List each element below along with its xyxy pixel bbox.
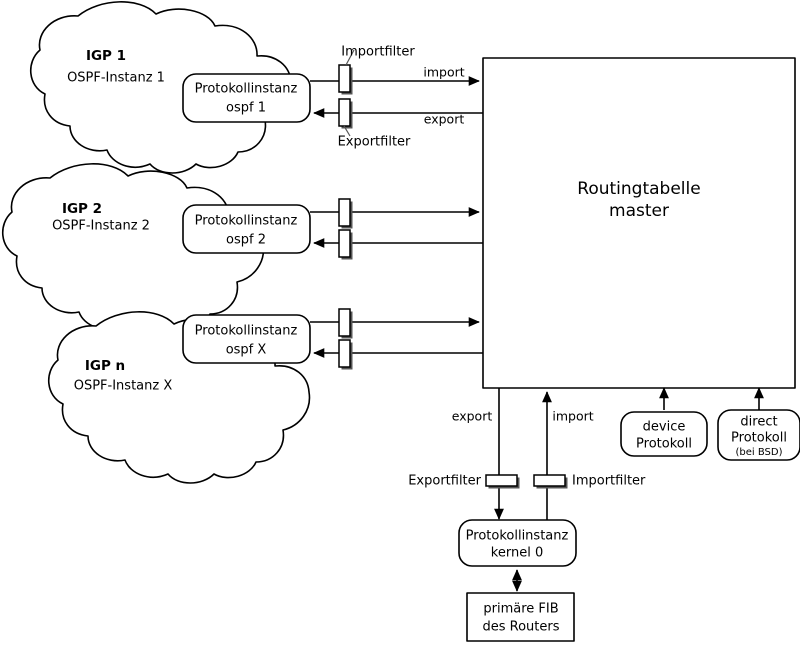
edge-label-export-bottom: export	[452, 409, 493, 424]
routing-table-line1: Routingtabelle	[577, 179, 700, 199]
kernel-line1: Protokollinstanz	[466, 529, 569, 544]
direct-protokoll-box: direct Protokoll (bei BSD)	[717, 387, 800, 461]
fib-line2: des Routers	[482, 620, 559, 635]
ospf-x-line1: Protokollinstanz	[195, 324, 298, 339]
fib-line1: primäre FIB	[483, 602, 558, 617]
edge-label-export-top: export	[424, 112, 465, 127]
direct-protokoll-line1: direct	[740, 415, 777, 430]
importfilter-row-2	[338, 198, 353, 229]
cloud-1-title: IGP 1	[86, 48, 126, 64]
importfilter-row-3	[338, 308, 353, 339]
importfilter-row-1	[338, 49, 355, 95]
cloud-2-subtitle: OSPF-Instanz 2	[52, 219, 150, 234]
direct-protokoll-line2: Protokoll	[731, 431, 787, 446]
protocol-instance-ospf-1: Protokollinstanz ospf 1	[182, 73, 311, 123]
importfilter-label-bottom: Importfilter	[572, 474, 646, 489]
routing-table-line2: master	[609, 201, 669, 221]
cloud-2-title: IGP 2	[62, 201, 102, 217]
fib-box: primäre FIB des Routers	[466, 592, 575, 642]
device-protokoll-line2: Protokoll	[636, 437, 692, 452]
protocol-instance-kernel-0: Protokollinstanz kernel 0	[458, 519, 577, 567]
protocol-instance-ospf-x: Protokollinstanz ospf X	[182, 314, 311, 364]
ospf-2-line1: Protokollinstanz	[195, 214, 298, 229]
kernel-line2: kernel 0	[491, 546, 543, 561]
connections-row-2	[310, 207, 483, 248]
cloud-igp-1: IGP 1 OSPF-Instanz 1	[30, 1, 293, 174]
connection-export-to-kernel: export	[452, 388, 504, 520]
ospf-1-line2: ospf 1	[226, 101, 266, 116]
connections-row-1: import export	[310, 65, 483, 127]
exportfilter-label-top: Exportfilter	[338, 135, 411, 150]
exportfilter-row-3	[338, 339, 353, 370]
exportfilter-row-1	[338, 98, 353, 137]
exportfilter-row-2	[338, 229, 353, 260]
ospf-x-line2: ospf X	[226, 343, 267, 358]
connection-import-from-kernel: import	[542, 391, 594, 524]
edge-label-import-bottom: import	[552, 409, 593, 424]
routing-table-master: Routingtabelle master	[482, 57, 796, 389]
cloud-1-subtitle: OSPF-Instanz 1	[67, 71, 165, 86]
direct-protokoll-line3: (bei BSD)	[736, 447, 783, 458]
importfilter-label-top: Importfilter	[341, 45, 415, 60]
cloud-3-title: IGP n	[85, 358, 125, 374]
importfilter-bottom	[533, 474, 568, 489]
protocol-instance-ospf-2: Protokollinstanz ospf 2	[182, 204, 311, 254]
ospf-1-line1: Protokollinstanz	[195, 82, 298, 97]
edge-label-import-top: import	[423, 65, 464, 80]
cloud-3-subtitle: OSPF-Instanz X	[74, 379, 173, 394]
ospf-2-line2: ospf 2	[226, 233, 266, 248]
exportfilter-label-bottom: Exportfilter	[408, 474, 481, 489]
connections-row-3	[310, 317, 483, 358]
device-protokoll-box: device Protokoll	[620, 387, 708, 457]
exportfilter-bottom	[485, 474, 520, 489]
device-protokoll-line1: device	[643, 420, 686, 435]
